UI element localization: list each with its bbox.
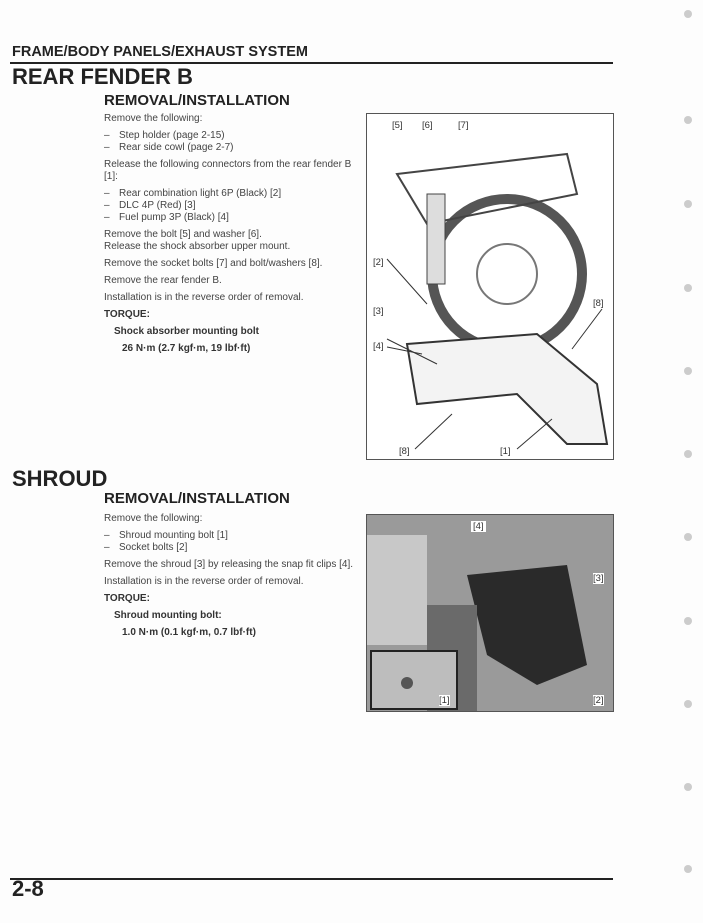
torque-item: Shock absorber mounting bolt xyxy=(114,326,260,337)
callout-2: [2] xyxy=(593,695,604,706)
rear-fender-figure: [5] [6] [7] [2] [8] [3] [4] [8] [1] xyxy=(366,113,614,460)
binder-hole xyxy=(684,10,692,18)
callout-3: [3] xyxy=(373,306,384,317)
step: Installation is in the reverse order of … xyxy=(104,576,304,587)
torque-label: TORQUE: xyxy=(104,593,150,604)
binder-hole xyxy=(684,367,692,375)
callout-6: [6] xyxy=(422,120,433,131)
callout-7: [7] xyxy=(458,120,469,131)
rear-fender-illustration xyxy=(386,152,609,450)
torque-value: 1.0 N·m (0.1 kgf·m, 0.7 lbf·ft) xyxy=(122,627,256,638)
torque-value: 26 N·m (2.7 kgf·m, 19 lbf·ft) xyxy=(122,343,251,354)
binder-hole xyxy=(684,533,692,541)
list-item: Shroud mounting bolt [1] xyxy=(104,530,362,542)
callout-3: [3] xyxy=(593,573,604,584)
callout-8b: [8] xyxy=(399,446,410,457)
step: Installation is in the reverse order of … xyxy=(104,292,304,303)
torque-item: Shroud mounting bolt: xyxy=(114,610,222,621)
list-item: DLC 4P (Red) [3] xyxy=(104,200,362,212)
intro: Remove the following: xyxy=(104,513,203,524)
list-item: Step holder (page 2-15) xyxy=(104,130,362,142)
list-item: Fuel pump 3P (Black) [4] xyxy=(104,212,362,224)
shroud-photo xyxy=(367,515,613,711)
binder-hole xyxy=(684,783,692,791)
step: Remove the rear fender B. xyxy=(104,275,222,286)
binder-hole xyxy=(684,116,692,124)
step: Release the shock absorber upper mount. xyxy=(104,241,291,252)
callout-8: [8] xyxy=(593,298,604,309)
section-title: SHROUD xyxy=(12,466,108,491)
subsection-title: REMOVAL/INSTALLATION xyxy=(104,92,290,109)
section-title: REAR FENDER B xyxy=(12,64,193,89)
binder-hole xyxy=(684,284,692,292)
binder-hole xyxy=(684,617,692,625)
callout-4: [4] xyxy=(471,521,486,532)
callout-1: [1] xyxy=(500,446,511,457)
step: Remove the bolt [5] and washer [6]. xyxy=(104,229,262,240)
footer-rule xyxy=(10,878,613,880)
step: Remove the socket bolts [7] and bolt/was… xyxy=(104,258,323,269)
callout-5: [5] xyxy=(392,120,403,131)
binder-hole xyxy=(684,700,692,708)
section-body: Remove the following: Step holder (page … xyxy=(104,113,362,360)
list-item: Rear combination light 6P (Black) [2] xyxy=(104,188,362,200)
torque-label: TORQUE: xyxy=(104,309,150,320)
chapter-header: FRAME/BODY PANELS/EXHAUST SYSTEM xyxy=(12,44,308,60)
binder-hole xyxy=(684,450,692,458)
list-item: Socket bolts [2] xyxy=(104,542,362,554)
release-text: Release the following connectors from th… xyxy=(104,159,352,182)
page-number: 2-8 xyxy=(12,876,44,901)
shroud-figure: [4] [3] [1] [2] xyxy=(366,514,614,712)
callout-1: [1] xyxy=(439,695,450,706)
header-rule xyxy=(10,62,613,64)
callout-2: [2] xyxy=(373,257,384,268)
intro: Remove the following: xyxy=(104,113,203,124)
subsection-title: REMOVAL/INSTALLATION xyxy=(104,490,290,507)
binder-hole xyxy=(684,200,692,208)
callout-4: [4] xyxy=(373,341,384,352)
list-item: Rear side cowl (page 2-7) xyxy=(104,142,362,154)
step: Remove the shroud [3] by releasing the s… xyxy=(104,559,354,570)
binder-hole xyxy=(684,865,692,873)
section-body: Remove the following: Shroud mounting bo… xyxy=(104,513,362,644)
